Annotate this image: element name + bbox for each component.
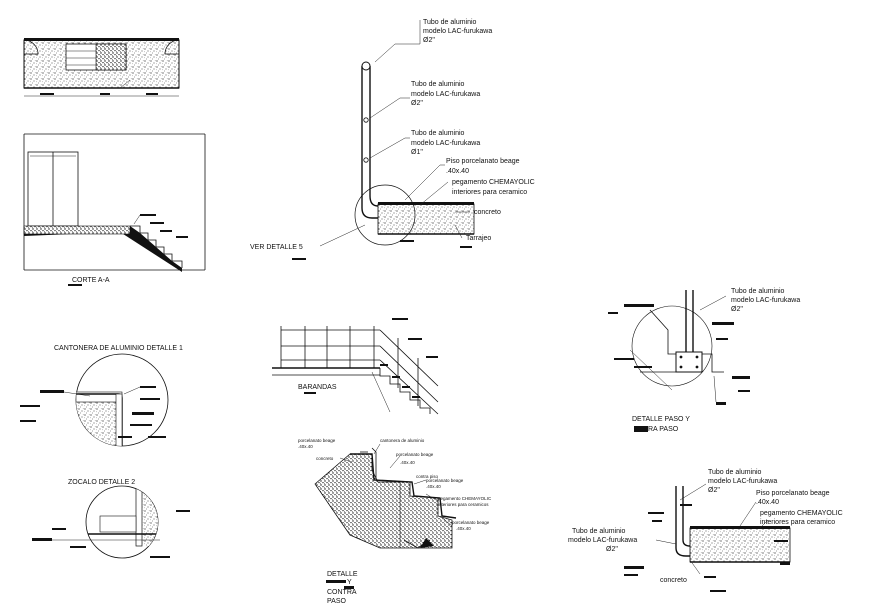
label-tubo-top-3: Ø2" [423, 37, 435, 44]
label-br-concreto: concreto [660, 577, 687, 584]
label-sm-peg-1: pegamento CHEMAYOLIC [438, 496, 492, 501]
label-tubo-mid-3: Ø2" [411, 100, 423, 107]
label-sm-contra: contra piso [416, 474, 439, 479]
label-right-tubo-2: modelo LAC-furukawa [731, 297, 800, 304]
label-detalle-bottom-1: DETALLE [327, 571, 358, 578]
label-tubo-top-2: modelo LAC-furukawa [423, 28, 492, 35]
label-zocalo: ZOCALO DETALLE 2 [68, 479, 135, 486]
corte-label: CORTE A-A [72, 277, 110, 284]
elevation-top-left [23, 38, 180, 97]
label-cantonera: CANTONERA DE ALUMINIO DETALLE 1 [54, 345, 183, 352]
label-br-tubo2-1: Tubo de aluminio [572, 528, 626, 535]
section-corte-a-a: CORTE A-A [23, 133, 206, 286]
label-sm-porc4-2: .40x.40 [456, 526, 471, 531]
label-br-peg-2: interiores para ceramico [760, 519, 835, 526]
label-barandas: BARANDAS [298, 384, 337, 391]
label-ver-detalle: VER DETALLE 5 [250, 244, 303, 251]
label-br-tubo-3: Ø2" [708, 487, 720, 494]
railing-detail-main [292, 20, 475, 260]
detail-paso-contrapaso [608, 290, 750, 432]
label-pegamento-2: interiores para ceramico [452, 189, 527, 196]
railing-detail-bottom-right [624, 483, 791, 592]
label-tubo-low-3: Ø1" [411, 149, 423, 156]
cantonera-detail-1 [20, 353, 169, 447]
stair-section-detail [314, 443, 457, 589]
label-sm-concreto: concreto [316, 456, 334, 461]
label-right-tubo-3: Ø2" [731, 306, 743, 313]
label-pegamento-1: pegamento CHEMAYOLIC [452, 179, 535, 186]
label-br-peg-1: pegamento CHEMAYOLIC [760, 510, 843, 517]
label-tubo-low-1: Tubo de aluminio [411, 130, 465, 137]
label-sm-porc2-2: .40x.40 [400, 460, 415, 465]
label-tubo-mid-2: modelo LAC-furukawa [411, 91, 480, 98]
label-concreto: concreto [474, 209, 501, 216]
label-sm-porc2-1: porcelanato beage [396, 452, 434, 457]
label-br-tubo2-3: Ø2" [606, 546, 618, 553]
label-tarrajeo: Tarrajeo [466, 235, 491, 242]
label-detalle-bottom-4: PASO [327, 598, 346, 605]
label-sm-porc3-1: porcelanato beage [426, 478, 464, 483]
label-detalle-paso-2: RA PASO [648, 426, 679, 433]
label-br-tubo2-2: modelo LAC-furukawa [568, 537, 637, 544]
label-sm-cantonera: cantonera de aluminio [380, 438, 425, 443]
label-piso-1: Piso porcelanato beage [446, 158, 520, 165]
label-sm-porc3-2: .40x.40 [426, 484, 441, 489]
label-detalle-paso-1: DETALLE PASO Y [632, 416, 690, 423]
barandas-elevation [272, 318, 439, 415]
label-sm-porc4-1: porcelanato beage [452, 520, 490, 525]
label-piso-2: .40x.40 [446, 168, 469, 175]
label-br-tubo-1: Tubo de aluminio [708, 469, 762, 476]
label-br-piso-1: Piso porcelanato beage [756, 490, 830, 497]
label-tubo-low-2: modelo LAC-furukawa [411, 140, 480, 147]
label-br-piso-2: .40x.40 [756, 499, 779, 506]
zocalo-detail-2 [32, 485, 190, 559]
label-right-tubo-1: Tubo de aluminio [731, 288, 785, 295]
label-sm-porc-1: porcelanato beage [298, 438, 336, 443]
label-sm-peg-2: interiores para ceramicos [438, 502, 489, 507]
label-tubo-top-1: Tubo de aluminio [423, 19, 477, 26]
label-detalle-bottom-3: CONTRA [327, 589, 357, 596]
label-detalle-bottom-2: Y [347, 579, 352, 586]
label-sm-porc-2: .40x.40 [298, 444, 313, 449]
label-tubo-mid-1: Tubo de aluminio [411, 81, 465, 88]
label-br-tubo-2: modelo LAC-furukawa [708, 478, 777, 485]
